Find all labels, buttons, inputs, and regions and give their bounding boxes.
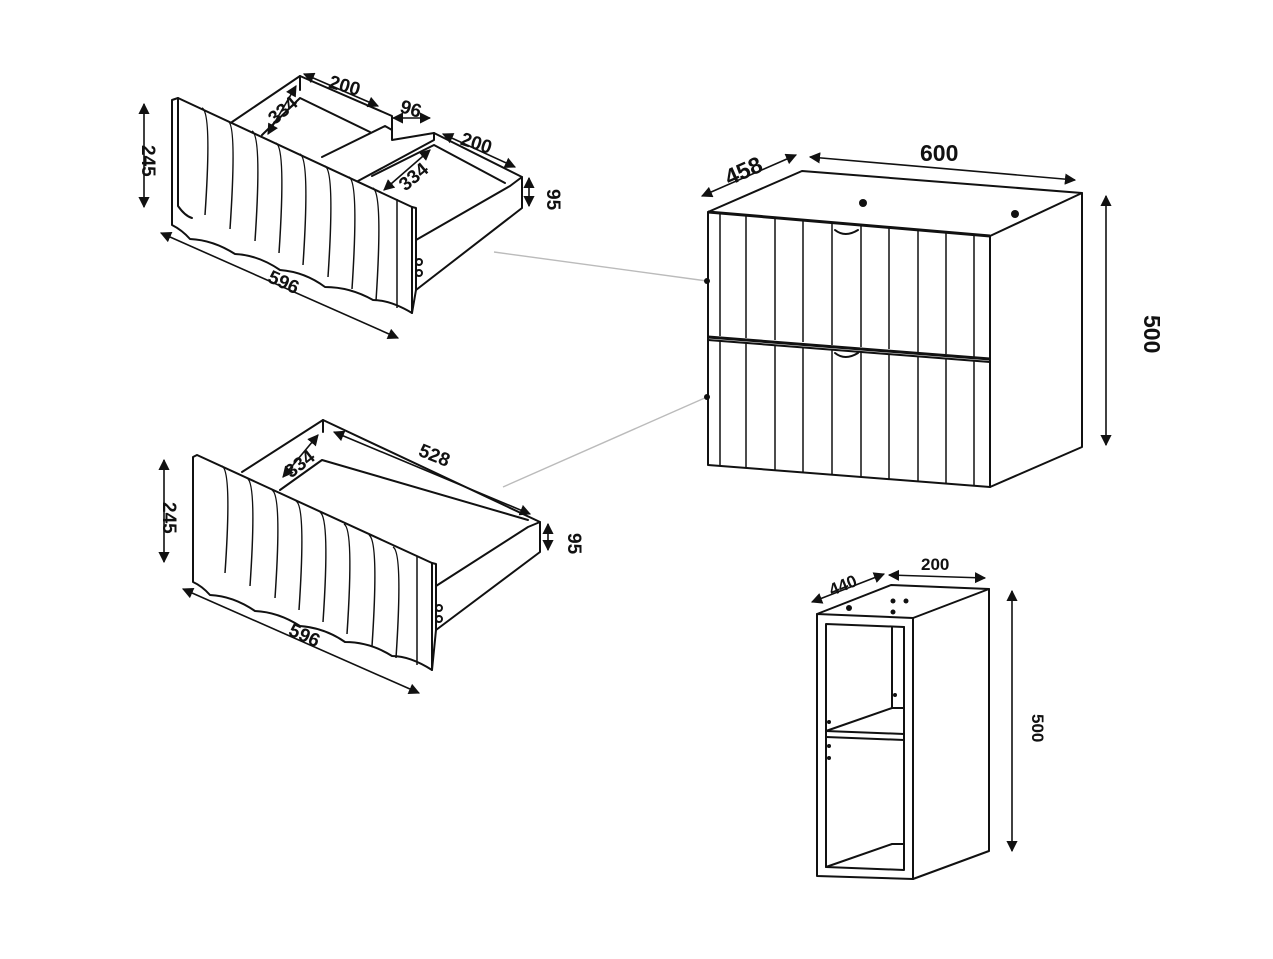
top-drawer-height-label: 245 [137,145,158,177]
top-drawer-grooves [719,214,975,357]
bottom-drawer-side-height-label: 95 [563,533,584,555]
cabinet-depth-label: 458 [721,151,767,190]
leader-top-drawer [493,251,708,282]
cabinet-height-label: 500 [1139,315,1165,353]
top-drawer-right-width-label: 200 [458,129,495,159]
top-drawer-side-height-label: 95 [542,189,563,211]
side-unit-width-label: 200 [921,555,949,574]
bottom-drawer-height-label: 245 [158,502,179,534]
cabinet-width-label: 600 [920,140,958,166]
top-drawer-left-width-label: 200 [326,72,362,101]
side-unit: 440 200 500 [810,555,1047,880]
bottom-drawer-grooves [719,341,975,485]
top-drawer: 245 596 200 334 96 200 334 95 [137,72,563,340]
side-unit-height-label: 500 [1028,714,1047,742]
main-cabinet: 458 600 500 [700,140,1165,488]
top-drawer-right-depth-label: 334 [395,159,433,196]
bottom-drawer: 245 596 334 528 95 [158,419,584,695]
side-unit-depth-label: 440 [826,571,859,599]
mount-hole-left [859,199,867,207]
leader-lines [493,251,708,488]
mount-hole-right [1011,210,1019,218]
bottom-drawer-depth-label: 334 [281,446,319,482]
top-drawer-width-label: 596 [265,267,303,299]
top-drawer-left-depth-label: 334 [264,92,302,129]
leader-bottom-drawer [502,396,708,488]
